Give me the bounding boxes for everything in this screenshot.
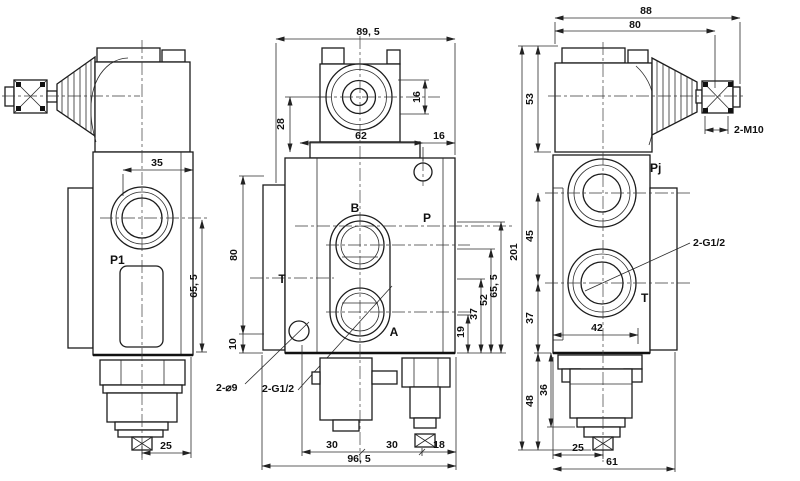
dim-65-5-left: 65, 5 [188, 274, 200, 298]
dim-37-middle: 37 [468, 308, 480, 320]
dim-45: 45 [524, 230, 536, 242]
lever-housing-cap-right [554, 47, 656, 153]
dim-25-right: 25 [572, 442, 584, 454]
dim-10: 10 [227, 338, 239, 350]
dim-18: 18 [433, 439, 445, 451]
port-label-b: B [351, 201, 360, 215]
port-label-pj: Pj [650, 161, 661, 175]
dim-19: 19 [455, 326, 467, 338]
spool-cover [119, 265, 164, 348]
dim-16-side: 16 [433, 130, 445, 142]
dim-62: 62 [355, 130, 367, 142]
leader-line [244, 321, 310, 385]
dim-88: 88 [640, 5, 652, 17]
dim-201: 201 [508, 243, 520, 261]
dome-profile [90, 57, 129, 143]
leader-line [584, 242, 691, 292]
side-plate [262, 184, 286, 351]
port-label-t-middle: T [278, 272, 286, 286]
note-thread-right: 2-G1/2 [693, 237, 725, 249]
dim-35: 35 [151, 157, 163, 169]
note-stud: 2-M10 [734, 124, 764, 136]
valve-body-middle [244, 157, 456, 391]
joystick-handle [4, 55, 96, 138]
dim-52: 52 [478, 294, 490, 306]
cap-flange [309, 141, 421, 159]
lever-housing-cap [90, 47, 191, 153]
dim-53: 53 [524, 93, 536, 105]
dimensions-right [518, 15, 741, 472]
side-plate [649, 187, 678, 351]
dim-30-right: 30 [386, 439, 398, 451]
dim-25-left: 25 [160, 440, 172, 452]
dim-30-left: 30 [326, 439, 338, 451]
note-thread-middle: 2-G1/2 [262, 383, 294, 395]
relief-valve-stack-left [99, 359, 186, 451]
dim-96-5: 96, 5 [347, 453, 371, 465]
joystick-handle-right [651, 56, 741, 137]
dim-16-port: 16 [411, 91, 423, 103]
dim-48: 48 [524, 395, 536, 407]
left-view: 35 65, 5 25 P1 [2, 40, 208, 460]
relief-valve-stack-middle [401, 357, 451, 448]
dim-42: 42 [591, 322, 603, 334]
dim-28: 28 [275, 118, 287, 130]
port-label-t-right: T [641, 291, 649, 305]
valve-body-right [552, 154, 691, 355]
dim-36: 36 [538, 384, 550, 396]
note-holes: 2-⌀9 [216, 382, 238, 394]
dim-61: 61 [606, 456, 618, 468]
dim-89-5: 89, 5 [356, 26, 380, 38]
port-label-p1: P1 [110, 253, 125, 267]
mounting-plate [67, 187, 94, 349]
dim-37-right: 37 [524, 312, 536, 324]
valve-body-left [67, 151, 194, 357]
dimensions-left [122, 167, 207, 458]
port-label-a: A [390, 325, 399, 339]
port-label-p: P [423, 211, 431, 225]
middle-view: 89, 5 28 16 62 16 80 10 19 37 52 65, 5 3… [216, 26, 512, 470]
right-view: 88 80 53 201 45 37 48 36 42 25 61 2-M10 … [508, 5, 764, 472]
dim-80: 80 [228, 249, 240, 261]
dimensions-middle [239, 36, 506, 470]
spool-end-stack [311, 357, 398, 432]
dim-65-5-middle: 65, 5 [488, 274, 500, 298]
dim-80-right: 80 [629, 19, 641, 31]
